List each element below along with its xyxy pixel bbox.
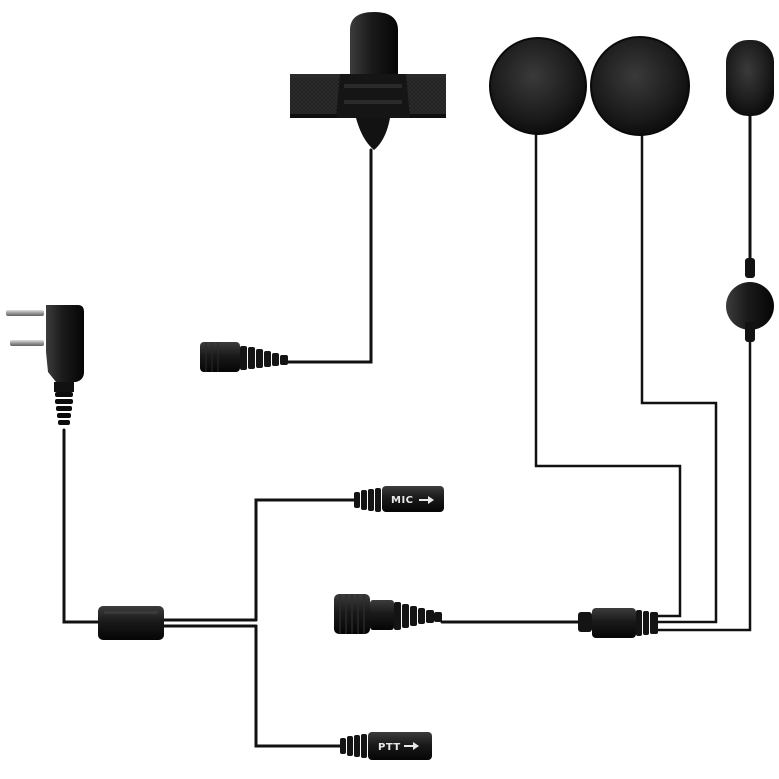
mic-plug-label: MIC [391,495,414,506]
right-speaker [590,36,690,136]
boom-mic-swivel [726,282,774,330]
speaker-harness-connector [578,608,658,638]
boom-mic [726,40,774,342]
throat-mic-plug [200,342,288,372]
ptt-plug: PTT [340,732,432,760]
inline-junction-box [98,606,164,640]
throat-mic-capsule [350,12,398,80]
mic-plug: MIC [354,486,444,512]
boom-mic-foam [726,40,774,116]
arrow-right-icon [404,742,419,750]
strap-clip [336,74,410,118]
left-speaker [489,37,587,135]
cables [62,110,752,748]
radio-two-pin-plug [6,305,84,425]
throat-mic-with-strap [290,12,446,150]
arrow-right-icon [419,496,434,504]
radio-pin-upper [6,310,44,316]
main-headset-plug [334,594,442,634]
radio-pin-lower [10,340,44,346]
ptt-plug-label: PTT [378,742,401,753]
